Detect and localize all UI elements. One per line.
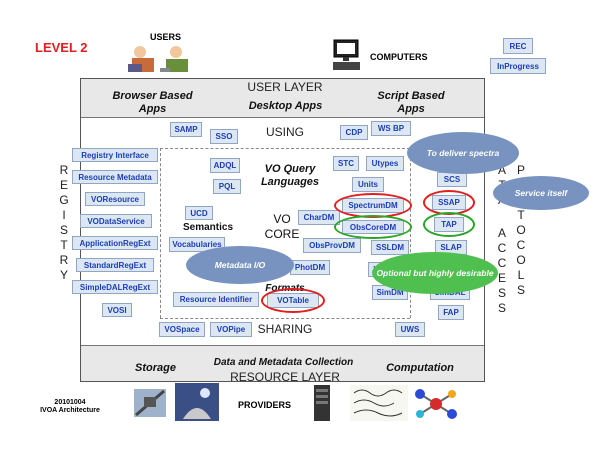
divider: [160, 318, 410, 319]
tap-ring: [423, 212, 475, 237]
wsbp-box: WS BP: [371, 121, 411, 136]
votable-ring: [261, 288, 325, 313]
pql-box: PQL: [213, 179, 241, 194]
query-languages-label: VO Query Languages: [260, 163, 320, 188]
level-label: LEVEL 2: [35, 40, 88, 55]
registry-interface-box: Registry Interface: [72, 148, 158, 162]
vospace-box: VOSpace: [159, 322, 205, 337]
units-box: Units: [352, 177, 384, 192]
divider: [410, 148, 411, 318]
ssldm-box: SSLDM: [371, 240, 409, 255]
rec-badge: REC: [503, 38, 533, 54]
desktop-apps-label: Desktop Apps: [248, 100, 323, 112]
simpledalregext-box: SimpleDALRegExt: [72, 280, 158, 294]
resource-layer-label: RESOURCE LAYER: [230, 370, 340, 384]
utypes-box: Utypes: [366, 156, 404, 171]
vo-core-label: VO CORE: [264, 212, 300, 241]
fap-box: FAP: [438, 305, 464, 320]
resource-metadata-box: Resource Metadata: [72, 170, 158, 184]
voresource-box: VOResource: [85, 192, 145, 206]
deliver-spectra-callout: To deliver spectra: [407, 132, 519, 174]
scs-box: SCS: [437, 172, 467, 187]
semantics-label: Semantics: [182, 222, 234, 233]
server-icon: [314, 385, 330, 421]
molecule-icon: [415, 389, 457, 419]
vopipe-box: VOPipe: [210, 322, 252, 337]
divider: [160, 148, 161, 318]
computers-label: COMPUTERS: [370, 52, 428, 62]
satellite-icon: [134, 389, 166, 417]
storage-label: Storage: [135, 362, 176, 374]
divider: [160, 148, 410, 149]
script-apps-label: Script Based Apps: [377, 90, 445, 115]
divider: [81, 117, 484, 118]
photdm-box: PhotDM: [290, 260, 330, 275]
using-label: USING: [265, 125, 304, 139]
architecture-frame: [80, 78, 485, 382]
chardm-box: CharDM: [298, 210, 340, 225]
vodataservice-box: VODataService: [80, 214, 152, 228]
handwriting-icon: [350, 385, 408, 421]
providers-label: PROVIDERS: [238, 400, 292, 410]
browser-apps-label: Browser Based Apps: [112, 90, 193, 115]
user-layer-band: [81, 79, 484, 117]
sso-box: SSO: [210, 129, 238, 144]
observatory-icon: [175, 383, 219, 421]
adql-box: ADQL: [210, 158, 240, 173]
date-label: 20101004: [54, 399, 86, 406]
stc-box: STC: [333, 156, 359, 171]
cdp-box: CDP: [340, 125, 368, 140]
resource-layer-band: [81, 346, 484, 381]
standardregext-box: StandardRegExt: [76, 258, 154, 272]
obscoredm-ring: [334, 215, 412, 239]
computation-label: Computation: [386, 362, 454, 374]
applicationregext-box: ApplicationRegExt: [72, 236, 158, 250]
obsprovdm-box: ObsProvDM: [303, 238, 361, 253]
divider: [81, 345, 484, 346]
inprogress-badge: InProgress: [490, 58, 546, 74]
users-label: USERS: [150, 32, 182, 42]
service-itself-callout: Service itself: [493, 176, 589, 210]
collection-label: Data and Metadata Collection: [213, 357, 354, 368]
samp-box: SAMP: [170, 122, 202, 137]
sharing-label: SHARING: [257, 322, 313, 336]
metadata-io-callout: Metadata I/O: [186, 246, 294, 284]
user-layer-label: USER LAYER: [247, 80, 323, 94]
resource-identifier-box: Resource Identifier: [173, 292, 259, 307]
architecture-label: IVOA Architecture: [40, 407, 100, 414]
users-icon: [128, 46, 188, 72]
uws-box: UWS: [395, 322, 425, 337]
optional-callout: Optional but highly desirable: [372, 252, 498, 294]
computer-icon: [333, 39, 360, 70]
ucd-box: UCD: [185, 206, 213, 220]
vosi-box: VOSI: [102, 303, 132, 317]
